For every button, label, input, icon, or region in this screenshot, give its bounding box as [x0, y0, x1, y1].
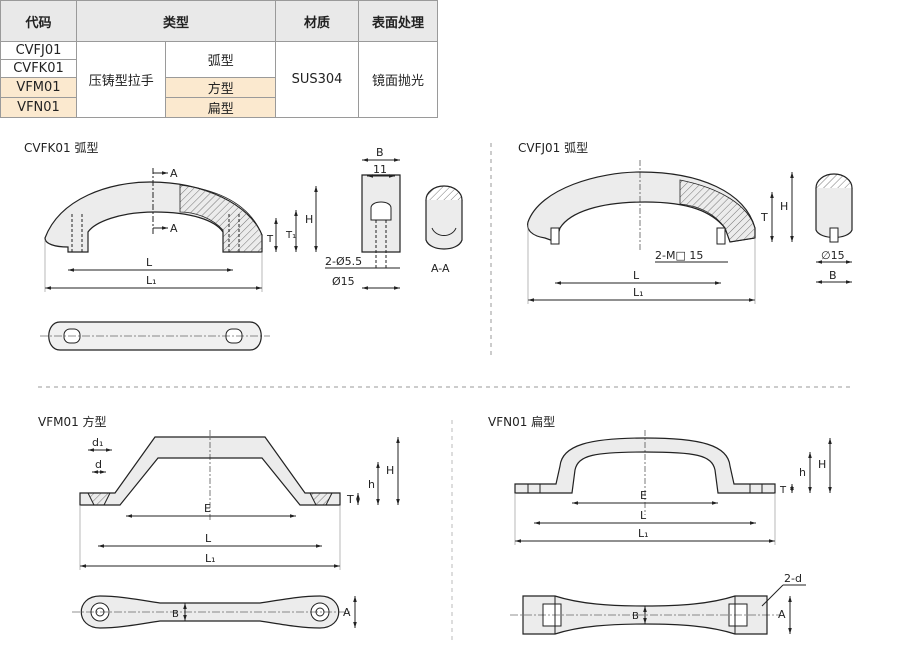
vfn-label-hh: H — [818, 458, 826, 471]
subtype-flat: 扁型 — [165, 97, 276, 118]
spec-table: 代码 类型 材质 表面处理 CVFJ01 压铸型拉手 弧型 SUS304 镜面抛… — [0, 0, 438, 118]
cvfk-label-a-bottom: A — [170, 222, 178, 235]
code-vfm01: VFM01 — [0, 77, 77, 98]
vfm-label-l: L — [205, 532, 212, 545]
vfm-front-body — [79, 436, 341, 506]
vfm-label-t: T — [346, 493, 354, 506]
material-cell: SUS304 — [275, 41, 359, 118]
cvfk-label-dia: Ø15 — [332, 275, 355, 288]
vfn-label-h: h — [799, 466, 806, 479]
cvfk-label-t1: T₁ — [285, 230, 296, 241]
code-vfn01: VFN01 — [0, 97, 77, 118]
cvfk-section-hatch — [179, 184, 263, 253]
vfn-hole-leader — [761, 584, 784, 607]
code-cvfj01: CVFJ01 — [0, 41, 77, 60]
cvfk-title: CVFK01 弧型 — [24, 141, 98, 155]
category-cell: 压铸型拉手 — [75, 41, 167, 118]
cvfk-label-l1: L₁ — [146, 274, 157, 287]
vfn-title: VFN01 扁型 — [488, 415, 555, 429]
vfn-label-b: B — [632, 611, 639, 622]
cvfk-label-h: H — [305, 213, 313, 226]
cvfj-view: CVFJ01 弧型 T H 2-M□ 15 L L₁ ∅15 B — [518, 141, 853, 304]
vfn-label-a: A — [778, 608, 786, 621]
cvfj-title: CVFJ01 弧型 — [518, 141, 588, 155]
cvfk-label-aa: A-A — [431, 262, 450, 275]
header-code: 代码 — [0, 0, 77, 42]
cvfk-label-l: L — [146, 256, 153, 269]
cvfj-label-l: L — [633, 269, 640, 282]
vfn-label-l: L — [640, 509, 647, 522]
cvfj-label-b: B — [829, 269, 837, 282]
header-finish: 表面处理 — [358, 0, 438, 42]
cvfj-label-h: H — [780, 200, 788, 213]
vfm-label-d1: d₁ — [92, 436, 103, 449]
cvfk-view: CVFK01 弧型 A A L L₁ T T₁ H B 11 — [24, 141, 463, 351]
vfn-label-e: E — [640, 489, 647, 502]
vfn-view: VFN01 扁型 E L L₁ T h H B A 2-d — [488, 415, 832, 635]
vfm-label-b: B — [172, 609, 179, 620]
cvfj-label-t: T — [760, 211, 768, 224]
cvfj-label-thread: 2-M□ 15 — [655, 249, 703, 262]
vfm-view: VFM01 方型 d₁ d E L L₁ T h H B A — [38, 414, 400, 629]
vfm-title: VFM01 方型 — [38, 414, 107, 429]
vfn-label-t: T — [779, 485, 787, 496]
vfm-label-h: h — [368, 478, 375, 491]
vfn-label-hole: 2-d — [784, 572, 802, 585]
vfm-label-a: A — [343, 606, 351, 619]
vfn-label-l1: L₁ — [638, 527, 649, 540]
cvfk-label-a-top: A — [170, 167, 178, 180]
vfn-front-body — [514, 437, 776, 494]
finish-cell: 镜面抛光 — [358, 41, 438, 118]
vfm-label-e: E — [204, 502, 211, 515]
cvfk-label-b: B — [376, 146, 384, 159]
cvfj-label-l1: L₁ — [633, 286, 644, 299]
subtype-square: 方型 — [165, 77, 276, 98]
vfm-label-d: d — [95, 458, 102, 471]
cvfk-label-t: T — [266, 234, 274, 245]
cvfk-label-hole: 2-Ø5.5 — [325, 255, 362, 268]
vfm-label-l1: L₁ — [205, 552, 216, 565]
vfm-label-hh: H — [386, 464, 394, 477]
cvfk-label-11: 11 — [373, 163, 387, 176]
cvfj-label-dia: ∅15 — [821, 249, 845, 262]
